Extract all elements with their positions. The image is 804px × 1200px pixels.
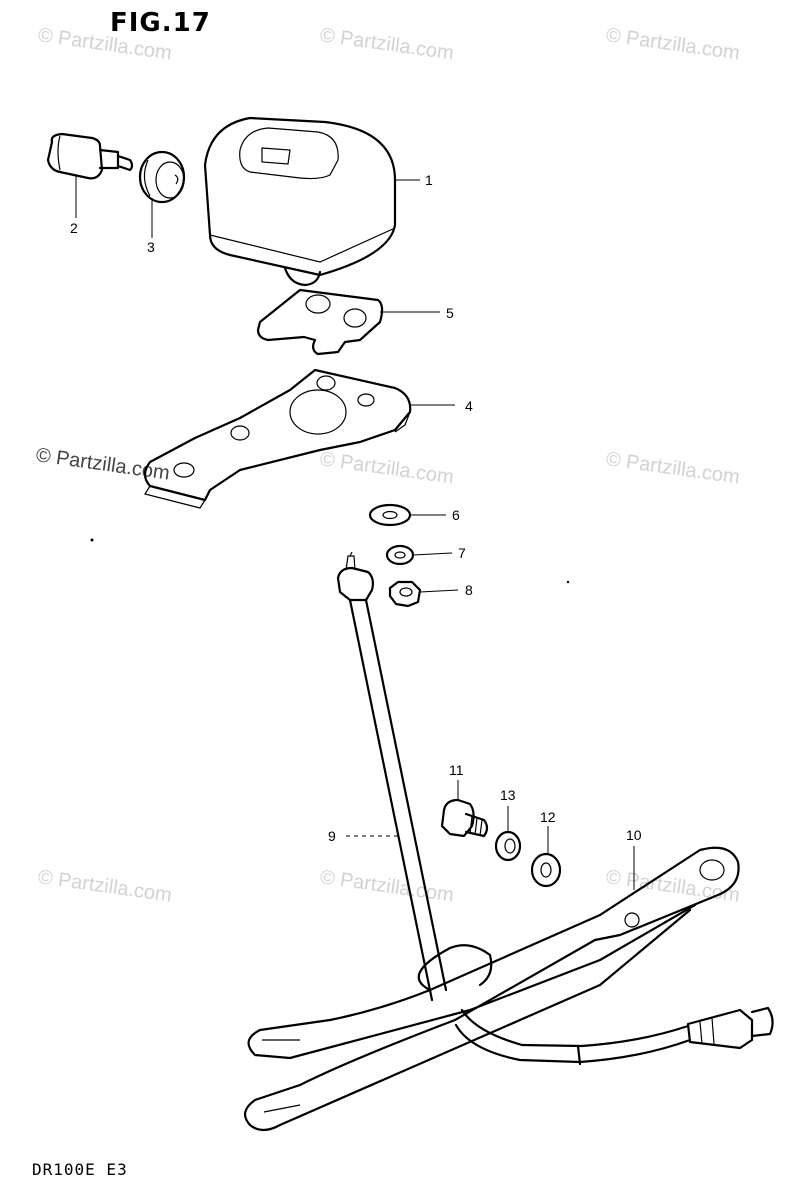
rod — [336, 551, 448, 1002]
callout-6: 6 — [452, 507, 460, 523]
callout-3: 3 — [147, 239, 155, 255]
lock-washer — [385, 544, 415, 566]
leader-lines — [75, 175, 635, 890]
callout-5: 5 — [446, 305, 454, 321]
callout-11: 11 — [449, 762, 464, 778]
bolt — [440, 798, 489, 838]
wire-harness-loop — [243, 846, 774, 1132]
regulator-box — [203, 116, 397, 287]
callout-10: 10 — [626, 827, 642, 843]
callout-7: 7 — [458, 545, 466, 561]
callout-12: 12 — [540, 809, 556, 825]
mounting-plate — [256, 288, 384, 356]
connector-plug — [46, 132, 134, 180]
washer — [368, 503, 412, 527]
nut — [388, 580, 422, 608]
washer — [530, 852, 562, 888]
callout-2: 2 — [70, 220, 78, 236]
callout-4: 4 — [465, 398, 473, 414]
callout-9: 9 — [328, 828, 336, 844]
model-code: DR100E E3 — [32, 1160, 128, 1179]
figure-title: FIG.17 — [110, 8, 211, 38]
lock-washer — [494, 830, 522, 862]
grommet — [138, 150, 186, 204]
mounting-bracket — [143, 368, 412, 509]
callout-13: 13 — [500, 787, 516, 803]
callout-8: 8 — [465, 582, 473, 598]
callout-1: 1 — [425, 172, 433, 188]
